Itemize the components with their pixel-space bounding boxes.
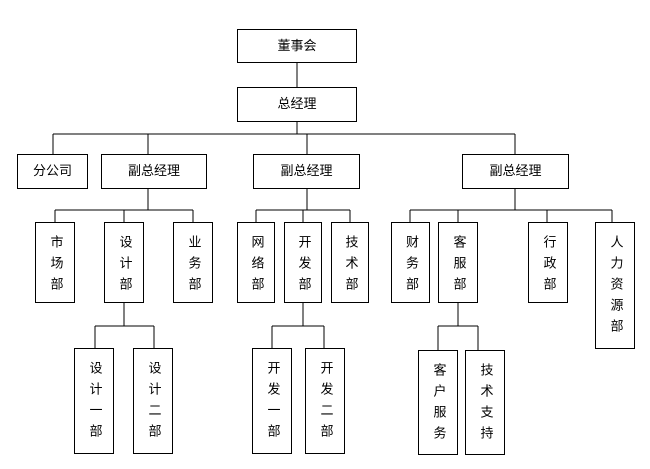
vice-manager-3-label: 副总经理 <box>489 164 542 179</box>
general-manager-label: 总经理 <box>277 97 317 112</box>
develop-dept-box[interactable]: 开发部 <box>284 222 322 303</box>
branch-office-label: 分公司 <box>32 164 72 179</box>
network-dept-box[interactable]: 网络部 <box>237 222 275 303</box>
finance-dept-box[interactable]: 财务部 <box>391 222 430 303</box>
tech-support-box[interactable]: 技术支持 <box>465 350 505 455</box>
vice-manager-2-label: 副总经理 <box>280 164 333 179</box>
customer-service-dept-box[interactable]: 客服部 <box>438 222 478 303</box>
customer-service-box[interactable]: 客户服务 <box>418 350 458 455</box>
finance-dept-label: 财务部 <box>403 235 418 298</box>
develop-dept-label: 开发部 <box>295 235 311 298</box>
design-1-label: 设计一部 <box>86 361 102 445</box>
vice-manager-1-label: 副总经理 <box>127 164 180 179</box>
market-dept-box[interactable]: 市场部 <box>35 222 75 303</box>
vice-manager-3-box[interactable]: 副总经理 <box>462 154 569 189</box>
develop-2-box[interactable]: 开发二部 <box>305 348 345 454</box>
branch-office-box[interactable]: 分公司 <box>17 154 88 189</box>
board-label: 董事会 <box>277 38 317 54</box>
design-dept-box[interactable]: 设计部 <box>104 222 144 303</box>
tech-dept-label: 技术部 <box>342 235 358 298</box>
admin-dept-box[interactable]: 行政部 <box>528 222 568 303</box>
board-box[interactable]: 董事会 <box>237 29 357 63</box>
admin-dept-label: 行政部 <box>540 235 556 298</box>
design-dept-label: 设计部 <box>116 235 132 298</box>
develop-2-label: 开发二部 <box>317 361 333 445</box>
business-dept-box[interactable]: 业务部 <box>173 222 213 303</box>
develop-1-box[interactable]: 开发一部 <box>252 348 292 454</box>
tech-dept-box[interactable]: 技术部 <box>331 222 369 303</box>
design-2-label: 设计二部 <box>145 361 161 445</box>
general-manager-box[interactable]: 总经理 <box>237 87 357 122</box>
vice-manager-2-box[interactable]: 副总经理 <box>253 154 360 189</box>
customer-service-label: 客户服务 <box>430 363 446 447</box>
business-dept-label: 业务部 <box>185 235 201 298</box>
network-dept-label: 网络部 <box>248 235 264 298</box>
develop-1-label: 开发一部 <box>264 361 280 445</box>
customer-service-dept-label: 客服部 <box>450 235 466 298</box>
design-2-box[interactable]: 设计二部 <box>133 348 173 454</box>
hr-dept-label: 人力资源部 <box>607 235 623 340</box>
market-dept-label: 市场部 <box>47 235 63 298</box>
tech-support-label: 技术支持 <box>477 363 493 447</box>
vice-manager-1-box[interactable]: 副总经理 <box>101 154 207 189</box>
design-1-box[interactable]: 设计一部 <box>74 348 114 454</box>
hr-dept-box[interactable]: 人力资源部 <box>595 222 635 349</box>
